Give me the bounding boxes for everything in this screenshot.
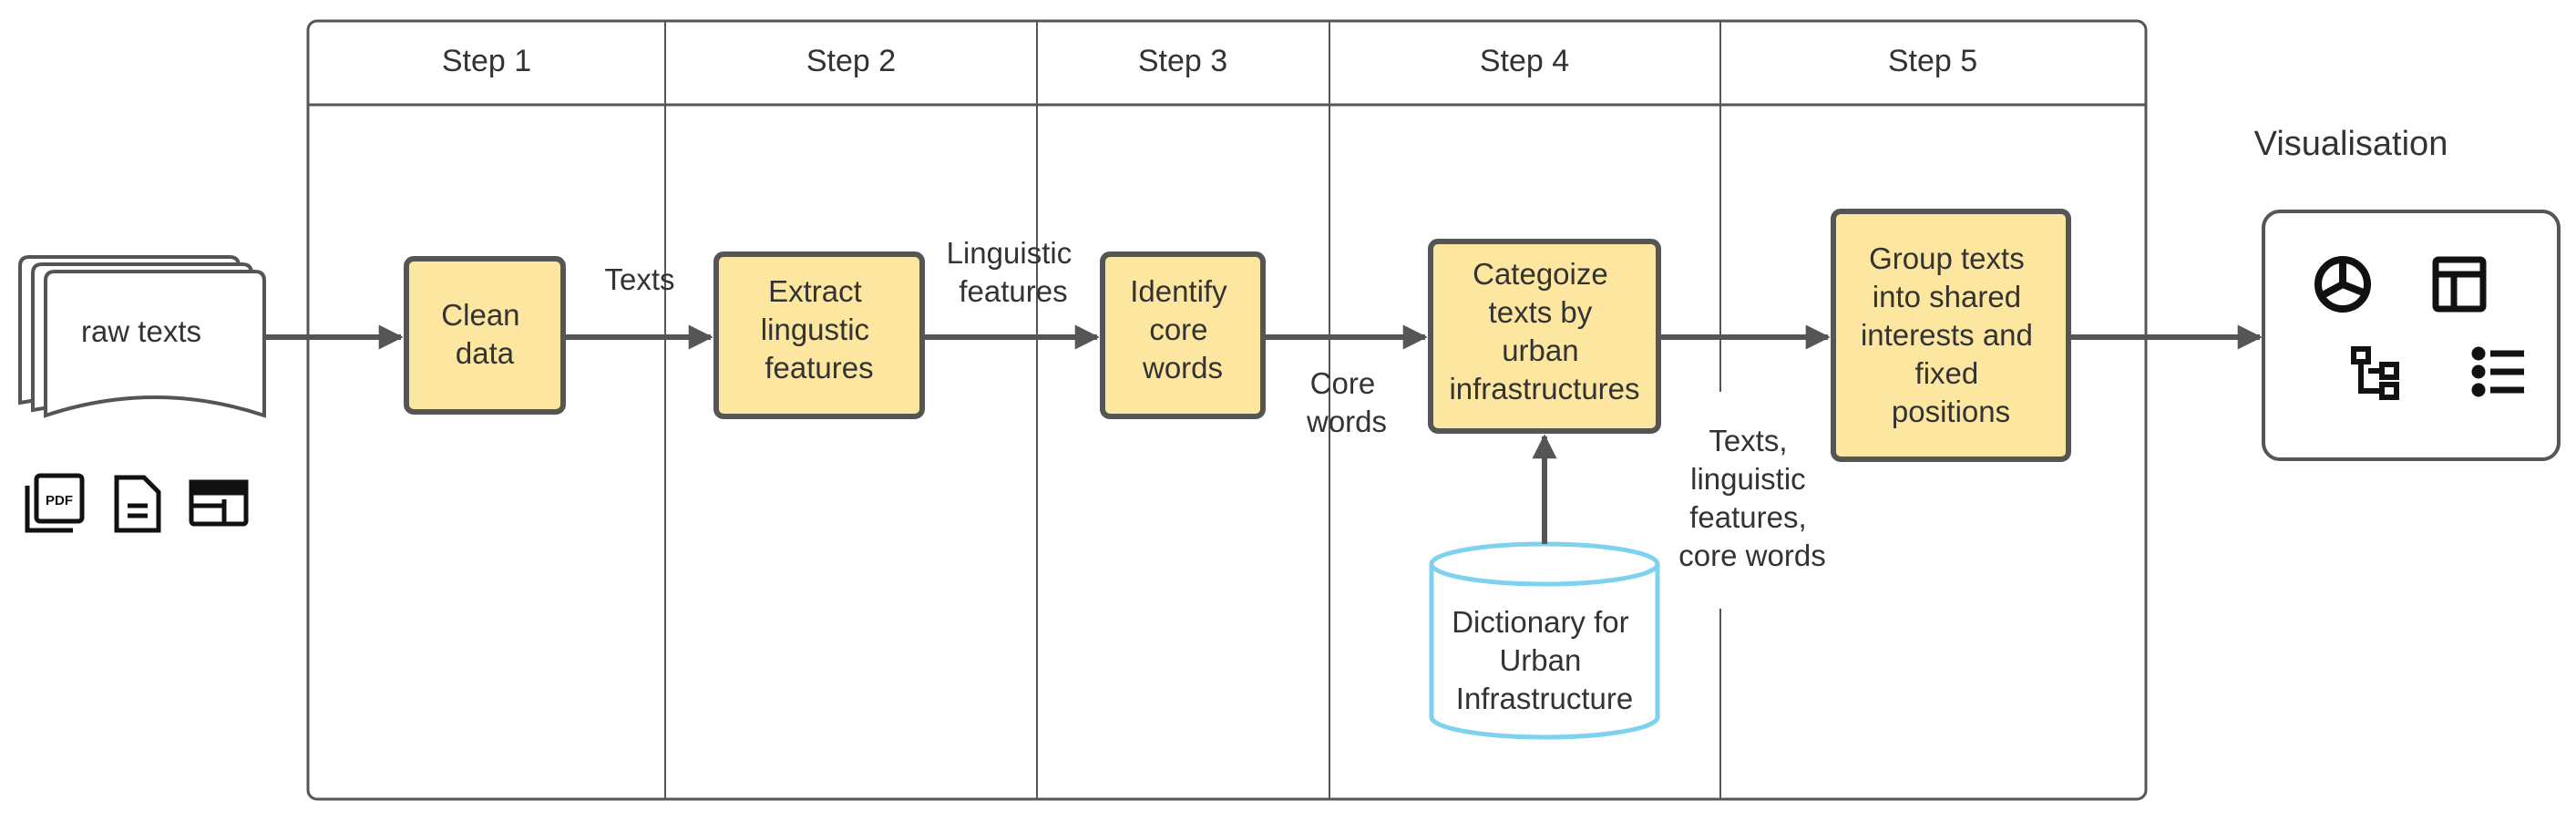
swimlane-frame bbox=[306, 19, 2148, 801]
step-1-header: Step 1 bbox=[442, 44, 531, 78]
texts-flow-label: Texts bbox=[604, 262, 674, 296]
list-icon bbox=[2471, 346, 2524, 397]
web-page-icon bbox=[189, 479, 249, 527]
raw-texts-label: raw texts bbox=[81, 314, 201, 348]
visualisation-box bbox=[2262, 210, 2561, 461]
core-words-flow-label: Core words bbox=[1306, 366, 1387, 438]
clean-data-box bbox=[404, 256, 566, 415]
identify-core-words-label: Identify core words bbox=[1130, 274, 1236, 385]
step-2-header: Step 2 bbox=[806, 44, 896, 78]
raw-texts-document-stack bbox=[18, 255, 266, 418]
step-3-header: Step 3 bbox=[1138, 44, 1227, 78]
dictionary-database bbox=[1429, 541, 1660, 740]
step-5-header: Step 5 bbox=[1888, 44, 1977, 78]
combined-inputs-flow-label: Texts, linguistic features, core words bbox=[1678, 424, 1825, 572]
dictionary-database-label: Dictionary for Urban Infrastructure bbox=[1452, 605, 1637, 715]
hierarchy-icon bbox=[2351, 346, 2399, 400]
clean-data-label: Clean data bbox=[441, 298, 528, 370]
group-texts-label: Group texts into shared interests and fi… bbox=[1861, 241, 2041, 428]
pdf-file-icon bbox=[25, 473, 85, 533]
pdf-icon-glyph: PDF bbox=[46, 493, 73, 508]
flow-arrows bbox=[264, 324, 2263, 544]
text-document-icon bbox=[114, 475, 161, 533]
visualisation-title: Visualisation bbox=[2254, 125, 2448, 163]
layout-table-icon bbox=[2432, 256, 2487, 313]
extract-features-label: Extract lingustic features bbox=[761, 274, 877, 385]
categorize-texts-label: Categoize texts by urban infrastructures bbox=[1449, 257, 1639, 405]
linguistic-features-flow-label: Linguistic features bbox=[947, 236, 1081, 308]
pie-chart-icon bbox=[2314, 256, 2371, 313]
step-4-header: Step 4 bbox=[1480, 44, 1569, 78]
